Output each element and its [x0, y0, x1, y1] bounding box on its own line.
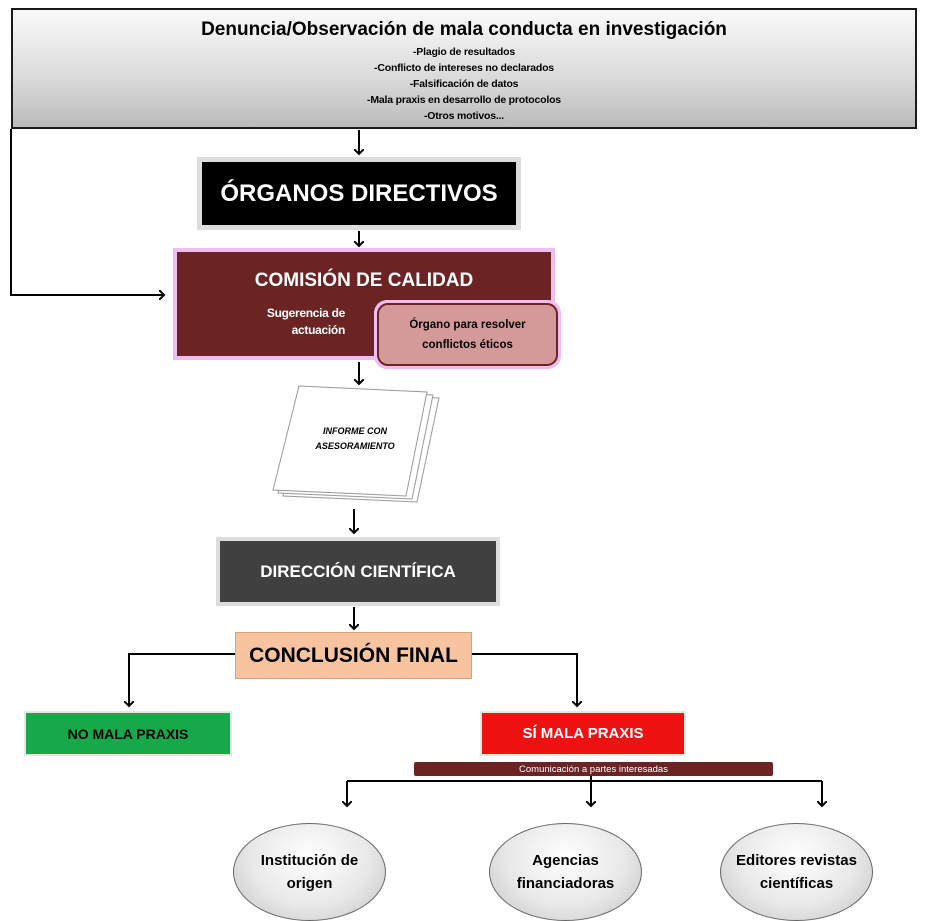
communication-bar: Comunicación a partes interesadas — [414, 762, 773, 776]
complaint-title: Denuncia/Observación de mala conducta en… — [201, 19, 727, 40]
informe-line: INFORME CON — [323, 426, 387, 436]
no-mala-praxis-box: NO MALA PRAXIS — [24, 711, 232, 756]
recipient-line: científicas — [759, 875, 834, 892]
direccion-cientifica-label: DIRECCIÓN CIENTÍFICA — [220, 541, 496, 602]
recipient-institucion: Institución de origen — [233, 823, 386, 921]
informe-line: ASESORAMIENTO — [315, 441, 395, 451]
recipient-line: financiadoras — [516, 875, 615, 892]
reason-item: -Mala praxis en desarrollo de protocolos — [367, 94, 561, 106]
ethics-organ-box: Órgano para resolver conflictos éticos — [374, 300, 561, 369]
suggestion-line: Sugerencia de — [266, 306, 345, 320]
reason-item: -Plagio de resultados — [413, 46, 515, 58]
direccion-cientifica-box: DIRECCIÓN CIENTÍFICA — [216, 537, 500, 606]
arrow-conclusion-to-si — [472, 653, 577, 706]
recipient-line: Agencias — [532, 852, 599, 869]
reason-item: -Conflicto de intereses no declarados — [374, 62, 554, 74]
arrow-conclusion-to-no — [129, 653, 235, 706]
recipient-line: Institución de — [260, 852, 359, 869]
informe-document-icon — [272, 385, 440, 503]
si-mala-praxis-box: SÍ MALA PRAXIS — [480, 711, 686, 756]
recipient-editores: Editores revistas científicas — [720, 823, 873, 921]
ethics-organ-line: conflictos éticos — [422, 338, 513, 351]
complaint-reasons-list: -Plagio de resultados -Conflicto de inte… — [13, 44, 915, 124]
conclusion-final-box: CONCLUSIÓN FINAL — [235, 632, 472, 679]
organos-directivos-box: ÓRGANOS DIRECTIVOS — [197, 157, 521, 230]
recipient-line: Editores revistas — [736, 852, 857, 869]
comision-calidad-title: COMISIÓN DE CALIDAD — [254, 270, 474, 291]
suggestion-line: actuación — [291, 323, 346, 337]
reason-item: -Falsificación de datos — [409, 78, 519, 90]
arrow-bypass-to-comision — [10, 129, 164, 295]
ethics-organ-line: Órgano para resolver — [409, 318, 526, 331]
informe-label: INFORME CON ASESORAMIENTO — [300, 424, 410, 454]
suggestion-text: Sugerencia de actuación — [235, 305, 345, 339]
reason-item: -Otros motivos... — [423, 110, 505, 122]
organos-directivos-label: ÓRGANOS DIRECTIVOS — [202, 162, 516, 225]
complaint-box: Denuncia/Observación de mala conducta en… — [11, 8, 917, 129]
recipient-agencias: Agencias financiadoras — [489, 823, 642, 921]
recipient-line: origen — [286, 875, 333, 892]
ethics-organ-label: Órgano para resolver conflictos éticos — [377, 303, 558, 366]
